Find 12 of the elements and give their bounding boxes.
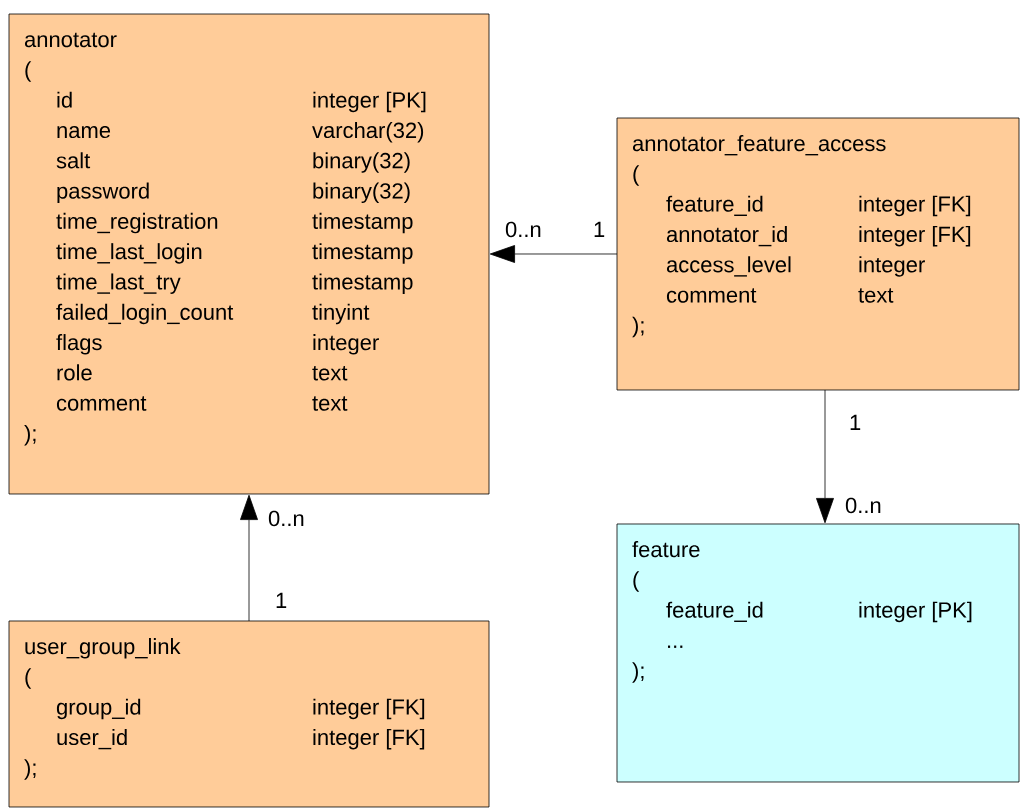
table-box: feature ( feature_id integer [PK] ... );	[616, 523, 1020, 783]
table-box: annotator_feature_access ( feature_id integer [FK] annotator_id integer [FK] access_level integer comment text );	[616, 117, 1020, 391]
multiplicity-label: 0..n	[845, 497, 881, 514]
multiplicity-label: 1	[850, 414, 861, 430]
arrow	[240, 494, 258, 622]
multiplicity-label: 1	[594, 221, 605, 237]
multiplicity-label: 0..n	[505, 221, 541, 238]
table-box: user_group_link ( group_id integer [FK] user_id integer [FK] );	[8, 620, 490, 808]
multiplicity-label: 0..n	[268, 510, 304, 527]
arrow	[489, 245, 618, 263]
arrow	[816, 389, 834, 524]
table-box: annotator ( id integer [PK] name varchar(32) salt binary(32) password binary(32) time_registration timestamp time_last_login timestamp time_last_try timestamp failed_login_count tinyint flags integer role text comment text );	[8, 13, 490, 495]
